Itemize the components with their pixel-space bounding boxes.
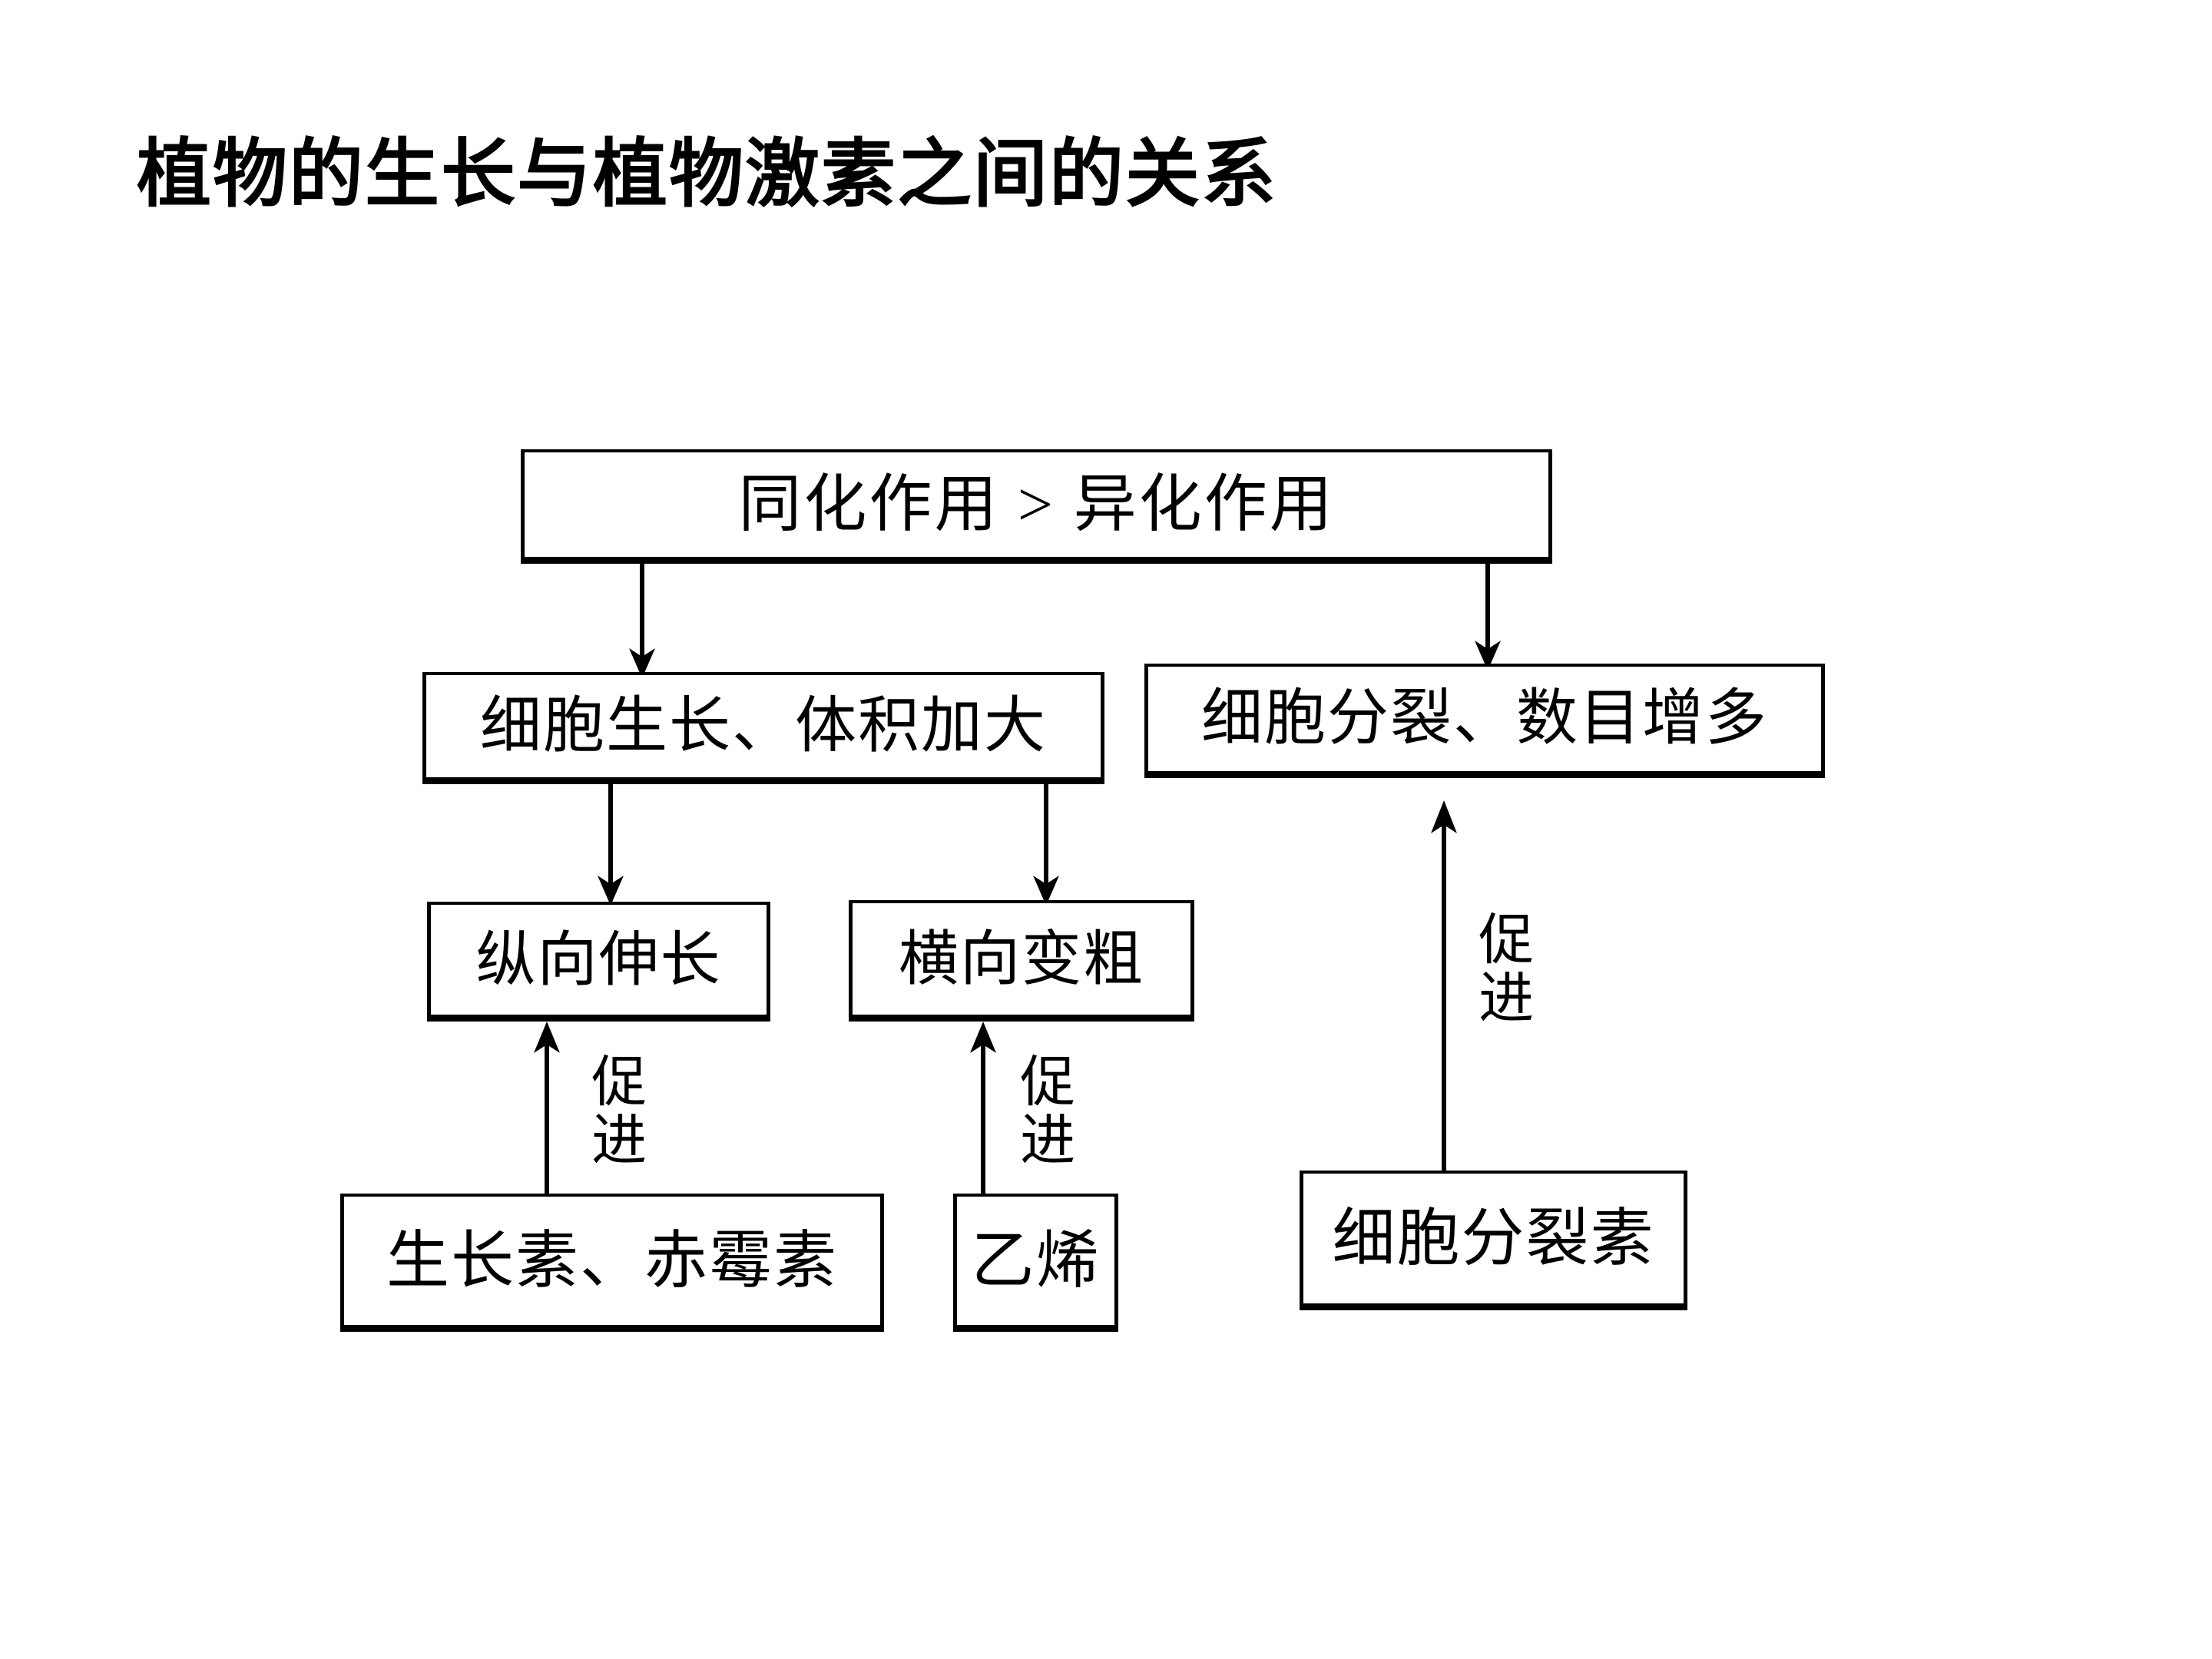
node-cell-division-label: 细胞分裂、数目增多 xyxy=(1201,685,1768,753)
node-cell-growth-label: 细胞生长、体积加大 xyxy=(480,692,1047,760)
edge-label-promote-radial: 促进 xyxy=(1011,1052,1073,1169)
connector-cell-growth-to-radial xyxy=(1023,780,1069,908)
node-assimilation: 同化作用 > 异化作用 xyxy=(521,449,1552,564)
node-auxin-gibberellin: 生长素、赤霉素 xyxy=(340,1194,884,1332)
connector-assimilation-to-cell-growth xyxy=(619,559,665,680)
connector-auxin-to-axial xyxy=(524,1020,570,1197)
page-title: 植物的生长与植物激素之间的关系 xyxy=(137,131,1277,217)
node-cell-division: 细胞分裂、数目增多 xyxy=(1144,664,1825,778)
edge-label-promote-cytokinin: 促进 xyxy=(1469,910,1532,1027)
node-cytokinin: 细胞分裂素 xyxy=(1300,1171,1687,1310)
node-ethylene: 乙烯 xyxy=(953,1194,1118,1332)
connector-assimilation-to-cell-division xyxy=(1465,559,1511,673)
node-ethylene-label: 乙烯 xyxy=(971,1225,1101,1296)
node-cytokinin-label: 细胞分裂素 xyxy=(1332,1203,1655,1273)
connector-ethylene-to-radial xyxy=(960,1020,1006,1197)
node-assimilation-label: 同化作用 > 异化作用 xyxy=(738,469,1335,539)
node-axial-elongation-label: 纵向伸长 xyxy=(475,926,722,993)
node-cell-growth: 细胞生长、体积加大 xyxy=(422,672,1104,784)
node-auxin-gibberellin-label: 生长素、赤霉素 xyxy=(386,1225,838,1296)
node-radial-thickening: 横向变粗 xyxy=(849,900,1194,1022)
node-radial-thickening-label: 横向变粗 xyxy=(898,925,1144,992)
edge-label-promote-axial: 促进 xyxy=(582,1052,644,1169)
node-axial-elongation: 纵向伸长 xyxy=(427,902,770,1022)
connector-cell-growth-to-axial xyxy=(588,780,634,908)
connector-cytokinin-to-cell-division xyxy=(1421,774,1467,1175)
